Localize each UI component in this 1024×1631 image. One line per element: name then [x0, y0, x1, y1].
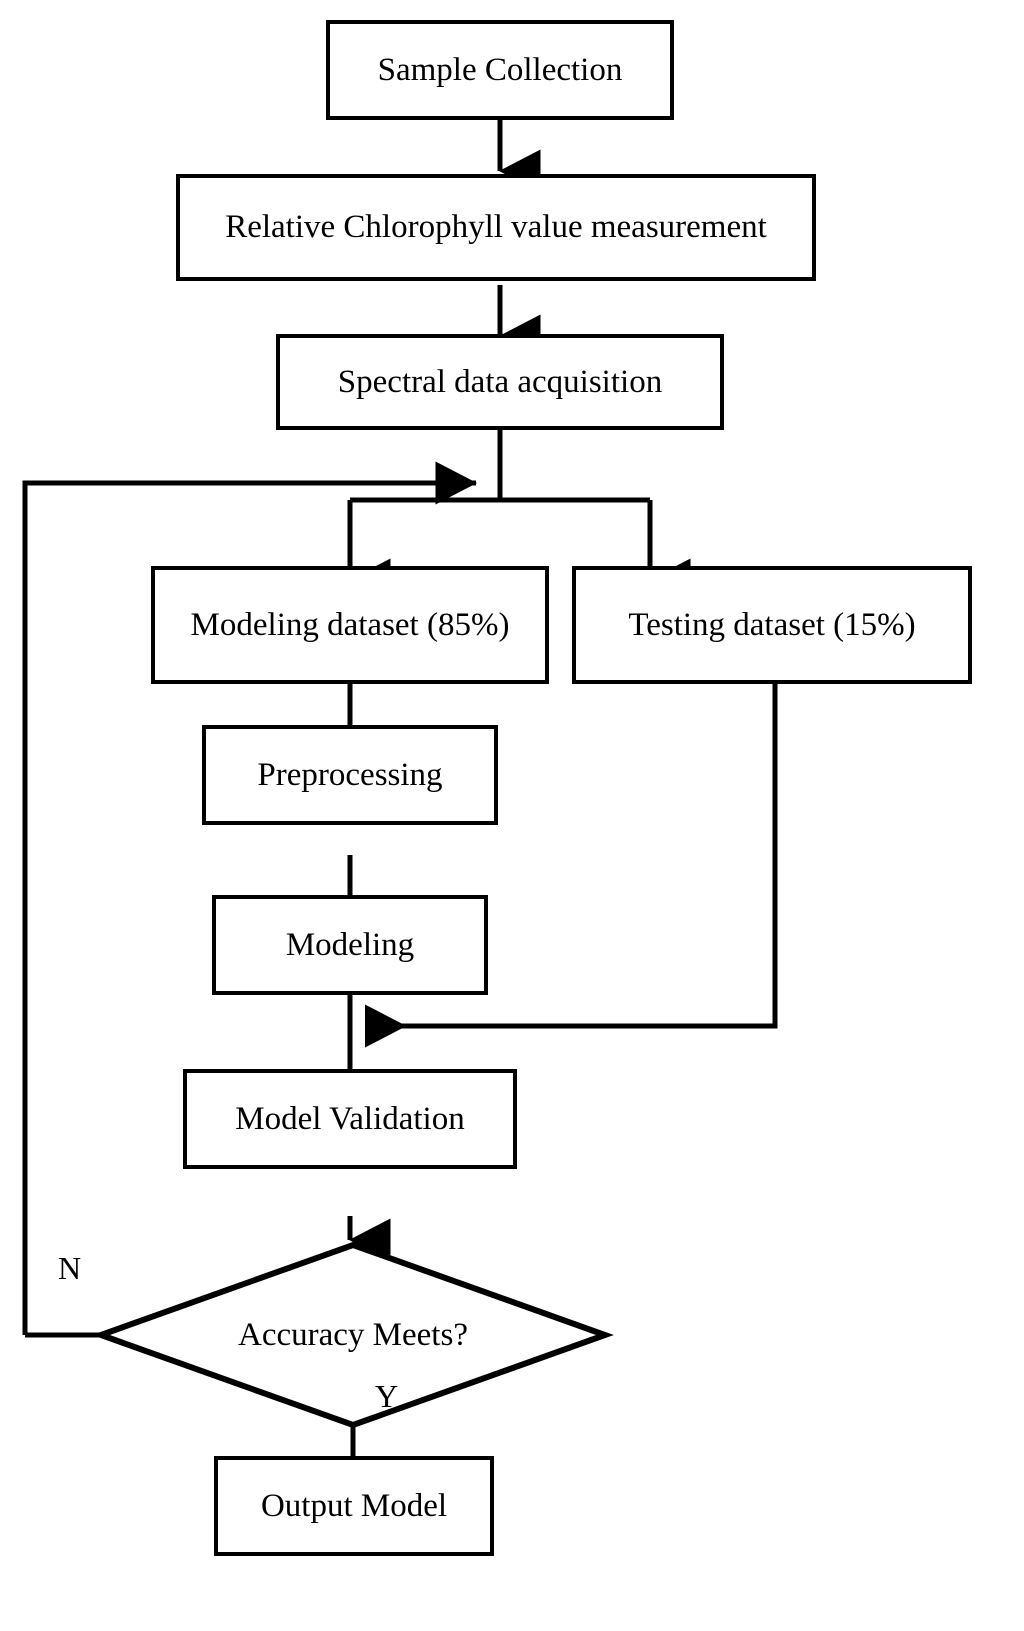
node-spectral-acquisition[interactable]: Spectral data acquisition: [276, 334, 724, 430]
node-modeling-dataset[interactable]: Modeling dataset (85%): [151, 566, 549, 684]
node-label-modeling: Modeling: [285, 926, 415, 963]
node-preprocessing[interactable]: Preprocessing: [202, 725, 498, 825]
decision-diamond-shape: [92, 1241, 614, 1429]
node-sample-collection[interactable]: Sample Collection: [326, 20, 674, 120]
edge-label-yes: Y: [375, 1378, 399, 1414]
node-label-modeling-dataset: Modeling dataset (85%): [190, 606, 510, 643]
node-model-validation[interactable]: Model Validation: [183, 1069, 517, 1169]
node-label-sample-collection: Sample Collection: [377, 51, 623, 88]
node-output-model[interactable]: Output Model: [214, 1456, 494, 1556]
node-testing-dataset[interactable]: Testing dataset (15%): [572, 566, 972, 684]
node-label-spectral-acquisition: Spectral data acquisition: [337, 363, 663, 400]
edge-testing-dataset-to-validation: [364, 682, 778, 1048]
node-chlorophyll-measurement[interactable]: Relative Chlorophyll value measurement: [176, 174, 816, 281]
node-label-testing-dataset: Testing dataset (15%): [628, 606, 916, 643]
node-label-output-model: Output Model: [260, 1487, 448, 1524]
node-label-chlorophyll-measurement: Relative Chlorophyll value measurement: [225, 209, 767, 246]
edge-label-no: N: [58, 1250, 82, 1286]
edge-no-feedback-return: [22, 461, 478, 1335]
node-label-model-validation: Model Validation: [235, 1100, 465, 1137]
node-modeling[interactable]: Modeling: [212, 895, 488, 995]
node-label-preprocessing: Preprocessing: [257, 756, 443, 793]
